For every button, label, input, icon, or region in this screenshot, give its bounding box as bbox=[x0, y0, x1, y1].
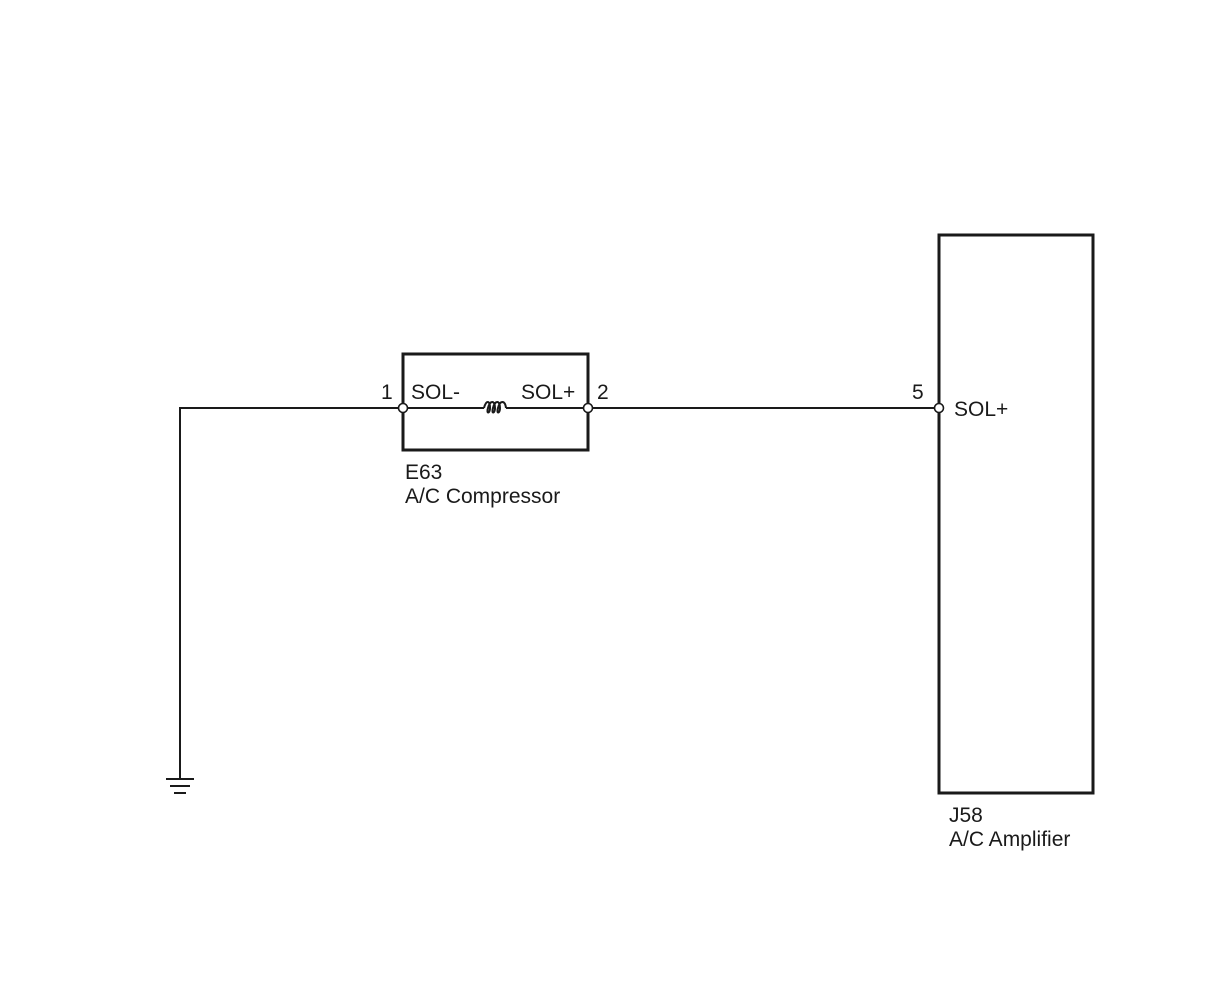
amplifier-name: A/C Amplifier bbox=[949, 828, 1070, 851]
amplifier-code: J58 bbox=[949, 804, 983, 827]
compressor-code: E63 bbox=[405, 461, 442, 484]
compressor-pin-right-number: 2 bbox=[597, 381, 609, 404]
amplifier-pin-label: SOL+ bbox=[954, 398, 1008, 421]
compressor-name: A/C Compressor bbox=[405, 485, 560, 508]
amplifier-pin-number: 5 bbox=[912, 381, 924, 404]
terminal-node-pin5 bbox=[933, 402, 945, 414]
terminal-node-pin1 bbox=[397, 402, 409, 414]
compressor-pin-left-number: 1 bbox=[381, 381, 393, 404]
solenoid-coil-icon bbox=[483, 401, 507, 414]
compressor-pin-left-label: SOL- bbox=[411, 381, 460, 404]
terminal-node-pin2 bbox=[582, 402, 594, 414]
ground-symbol-icon bbox=[166, 778, 194, 794]
amplifier-box bbox=[937, 233, 1095, 795]
ground-wire bbox=[179, 407, 403, 778]
compressor-pin-right-label: SOL+ bbox=[521, 381, 575, 404]
